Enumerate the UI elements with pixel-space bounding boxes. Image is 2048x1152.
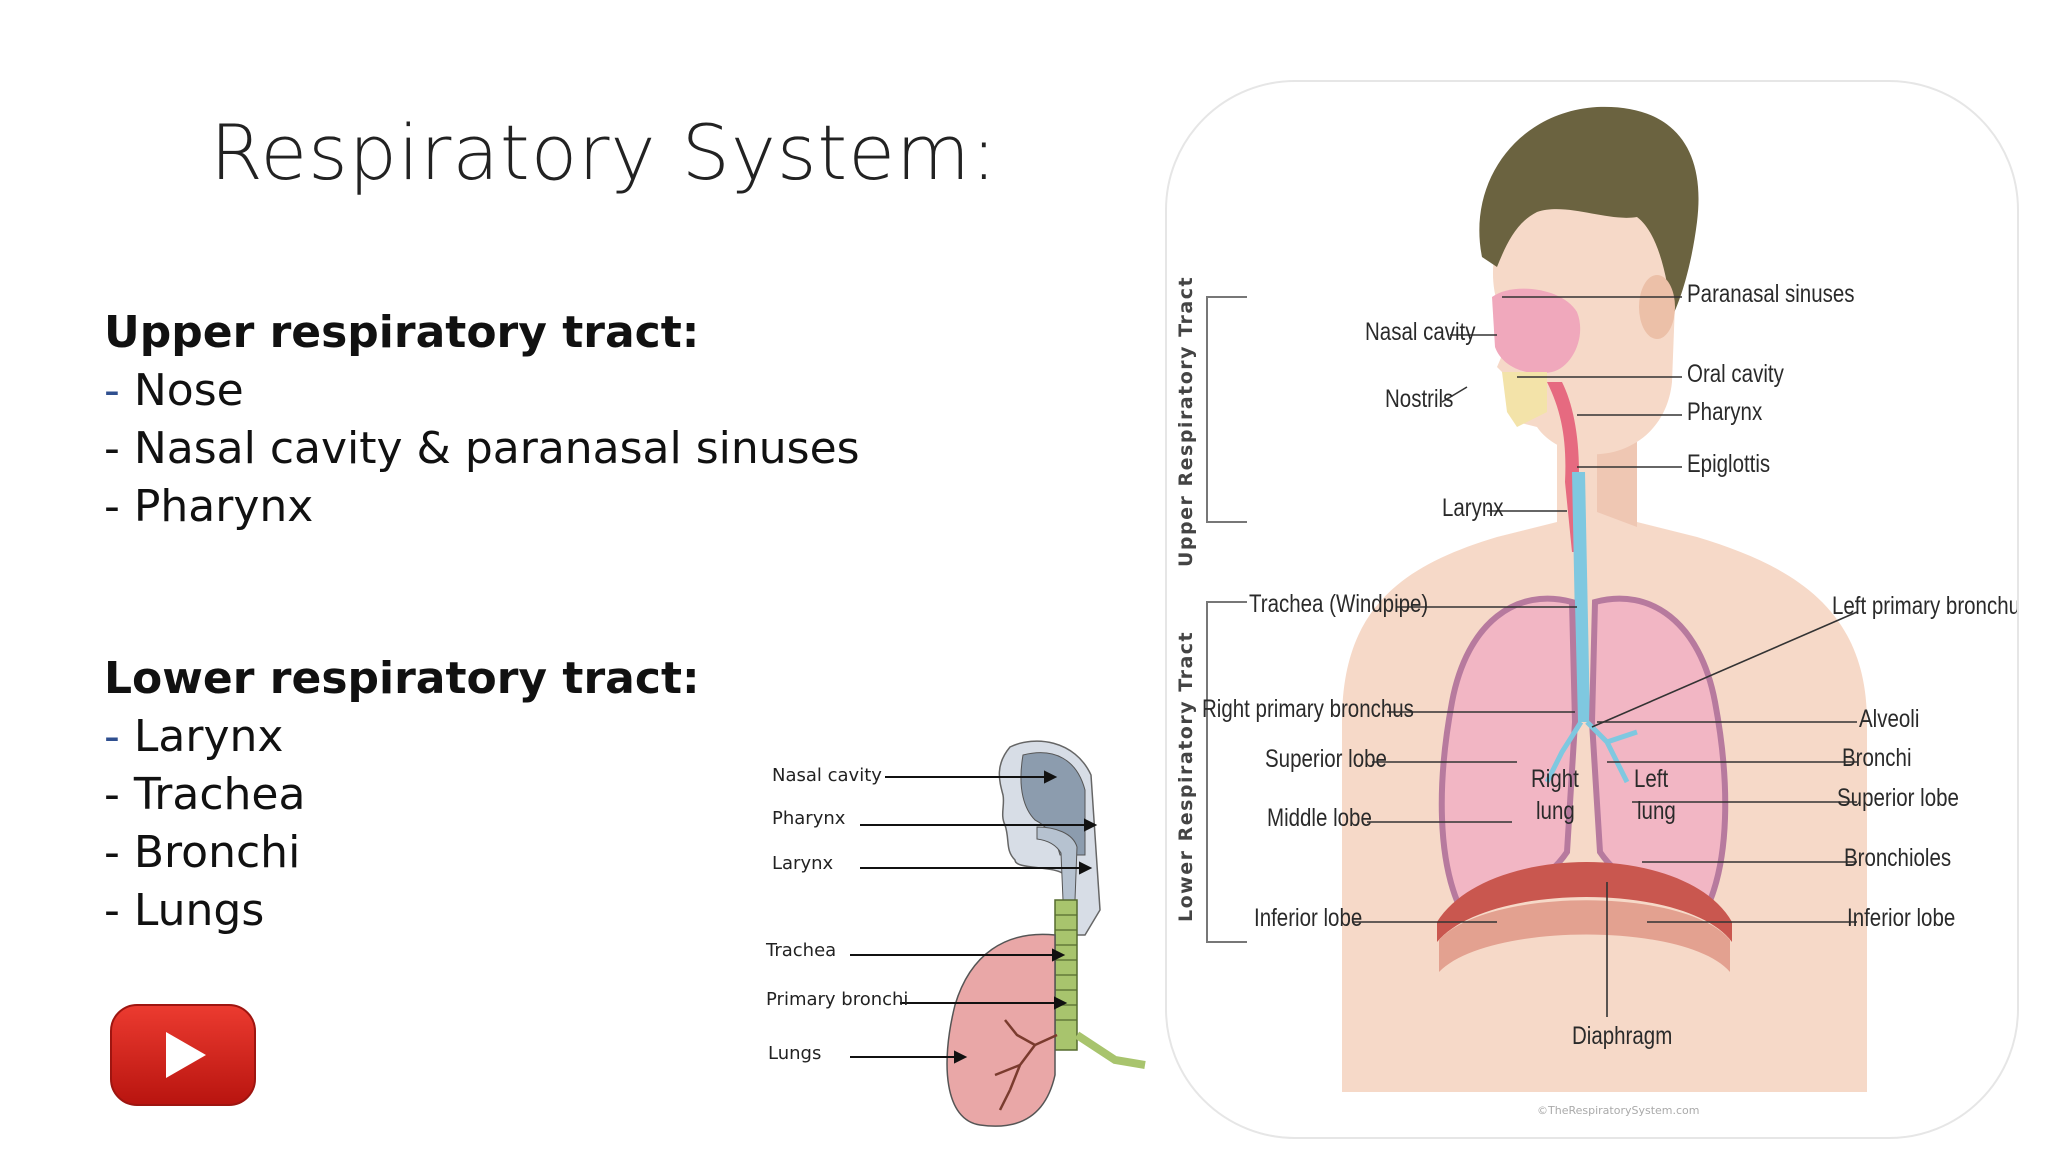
label-inferior-lobe-left: Inferior lobe (1847, 904, 1956, 932)
label-lungs: Lungs (768, 1043, 822, 1064)
list-item: - Larynx (104, 711, 284, 762)
list-item: - Lungs (104, 885, 265, 936)
list-item: - Trachea (104, 769, 306, 820)
label-left-lung-2: lung (1637, 797, 1676, 825)
label-right-lung-1: Right (1531, 765, 1579, 793)
small-respiratory-diagram: Nasal cavity Pharynx Larynx Trachea Prim… (755, 735, 1155, 1145)
label-left-lung-1: Left (1634, 765, 1669, 793)
label-alveoli: Alveoli (1859, 705, 1920, 733)
list-item: - Bronchi (104, 827, 301, 878)
label-left-primary-bronchus: Left primary bronchus (1832, 592, 2019, 620)
label-pharynx: Pharynx (1687, 398, 1763, 426)
list-item: - Pharynx (104, 481, 314, 532)
slide-title: Respiratory System: (210, 108, 998, 197)
lower-tract-section: Lower respiratory tract: - Larynx - Trac… (104, 650, 700, 940)
label-right-primary-bronchus: Right primary bronchus (1202, 695, 1414, 723)
label-diaphragm: Diaphragm (1572, 1022, 1673, 1050)
label-nostrils: Nostrils (1385, 385, 1454, 413)
label-larynx: Larynx (772, 853, 834, 874)
label-superior-lobe-right: Superior lobe (1265, 745, 1387, 773)
label-nasal-cavity: Nasal cavity (772, 765, 882, 786)
label-trachea: Trachea (Windpipe) (1249, 590, 1429, 618)
upper-tract-label: Upper Respiratory Tract (1175, 275, 1197, 567)
upper-tract-heading: Upper respiratory tract: (104, 307, 700, 358)
label-pharynx: Pharynx (772, 808, 846, 829)
lower-tract-heading: Lower respiratory tract: (104, 653, 700, 704)
label-larynx: Larynx (1442, 494, 1504, 522)
label-trachea: Trachea (766, 940, 837, 961)
label-nasal-cavity: Nasal cavity (1365, 318, 1476, 346)
label-epiglottis: Epiglottis (1687, 450, 1771, 478)
label-paranasal-sinuses: Paranasal sinuses (1687, 280, 1855, 308)
label-right-lung-2: lung (1536, 797, 1575, 825)
list-item: - Nose (104, 365, 244, 416)
youtube-play-icon[interactable] (108, 1002, 258, 1108)
label-middle-lobe: Middle lobe (1267, 804, 1372, 832)
lower-tract-label: Lower Respiratory Tract (1175, 630, 1197, 922)
label-inferior-lobe-right: Inferior lobe (1254, 904, 1363, 932)
list-item: - Nasal cavity & paranasal sinuses (104, 423, 860, 474)
watermark: ©TheRespiratorySystem.com (1537, 1104, 1700, 1117)
label-bronchi: Bronchi (1842, 744, 1912, 772)
label-oral-cavity: Oral cavity (1687, 360, 1784, 388)
label-superior-lobe-left: Superior lobe (1837, 784, 1959, 812)
respiratory-system-diagram: Upper Respiratory Tract Lower Respirator… (1165, 80, 2019, 1139)
label-primary-bronchi: Primary bronchi (766, 989, 909, 1010)
upper-tract-section: Upper respiratory tract: - Nose - Nasal … (104, 304, 860, 536)
label-bronchioles: Bronchioles (1844, 844, 1952, 872)
